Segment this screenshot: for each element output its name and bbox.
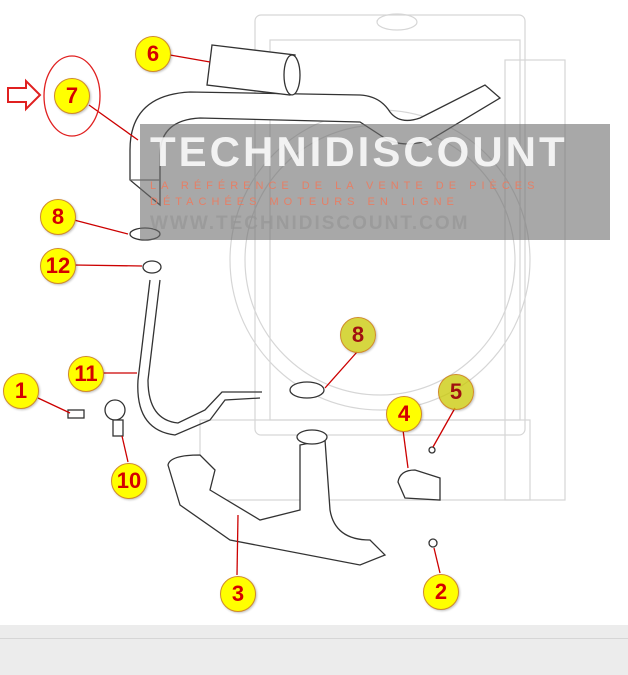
callout-5[interactable]: 5	[438, 374, 474, 410]
watermark-url: WWW.TECHNIDISCOUNT.COM	[150, 213, 470, 234]
part-4	[397, 446, 441, 548]
callout-7[interactable]: 7	[54, 78, 90, 114]
callout-12[interactable]: 12	[40, 248, 76, 284]
footer-bar	[0, 625, 628, 639]
leader-lines	[37, 54, 456, 576]
pointer-arrow-icon	[7, 78, 42, 112]
callout-8-middle[interactable]: 8	[340, 317, 376, 353]
watermark-tagline-2: DÉTACHÉES MOTEURS EN LIGNE	[150, 196, 459, 208]
callout-2[interactable]: 2	[423, 574, 459, 610]
highlight-ring	[43, 55, 101, 137]
callout-8-top[interactable]: 8	[40, 199, 76, 235]
hose-6	[206, 44, 301, 96]
footer-panel	[0, 639, 628, 675]
callout-1[interactable]: 1	[3, 373, 39, 409]
watermark-brand: TECHNIDISCOUNT	[150, 128, 568, 175]
hose-11	[137, 279, 262, 436]
radiator-hoses-diagram	[7, 13, 566, 576]
callout-4[interactable]: 4	[386, 396, 422, 432]
callout-6[interactable]: 6	[135, 36, 171, 72]
watermark-tagline-1: LA RÉFÉRENCE DE LA VENTE DE PIÈCES	[150, 180, 540, 192]
clamps	[67, 227, 325, 437]
callout-11[interactable]: 11	[68, 356, 104, 392]
callout-10[interactable]: 10	[111, 463, 147, 499]
callout-3[interactable]: 3	[220, 576, 256, 612]
hose-3	[167, 429, 387, 566]
watermark-banner	[140, 124, 610, 240]
